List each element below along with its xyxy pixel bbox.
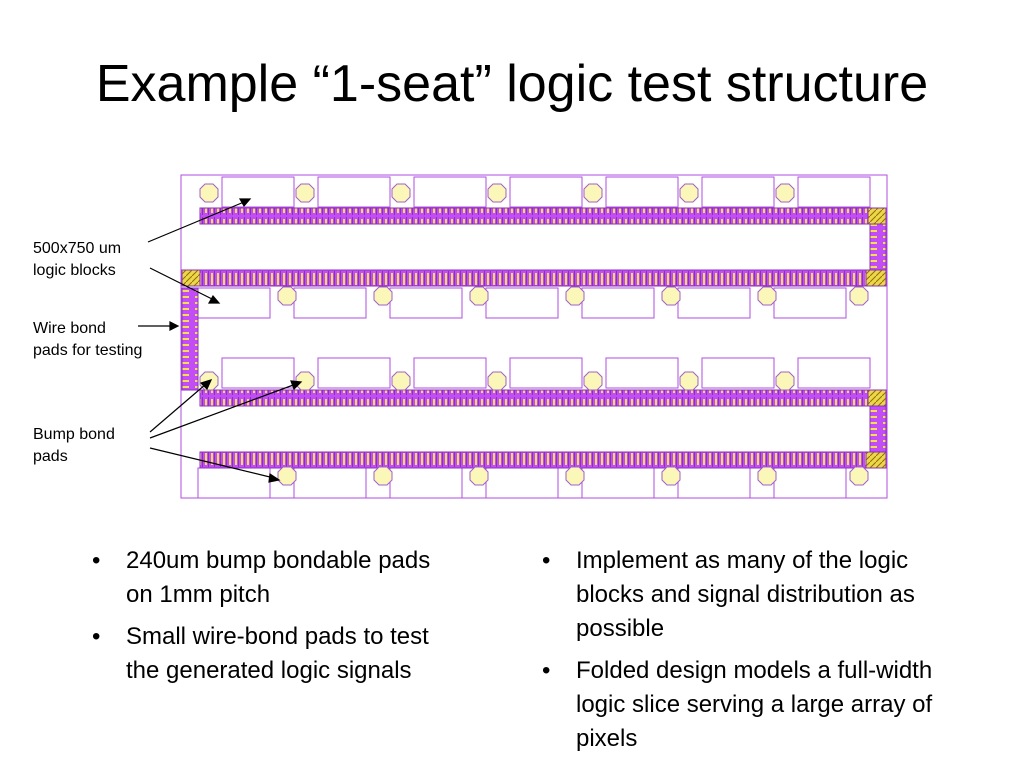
slide-title: Example “1-seat” logic test structure	[95, 55, 929, 113]
signal-bus	[199, 207, 869, 225]
callout-bump-bond: Bump bond pads	[33, 424, 115, 468]
logic-block	[485, 287, 559, 319]
logic-block	[197, 467, 271, 499]
callout-line: Bump bond	[33, 426, 115, 443]
bump-bond-pad	[661, 466, 681, 486]
bump-bond-pad	[295, 183, 315, 203]
bullet-item: Folded design models a full-width logic …	[536, 654, 956, 756]
logic-block	[773, 287, 847, 319]
logic-block	[701, 357, 775, 389]
bump-bond-pad	[469, 466, 489, 486]
arrow-bump-bond-2	[149, 383, 297, 439]
bump-bond-pad	[373, 466, 393, 486]
arrow-logic-blocks-upper	[147, 201, 245, 243]
callout-line: Wire bond	[33, 320, 106, 337]
logic-block	[317, 176, 391, 208]
logic-block	[221, 357, 295, 389]
corner-pad	[867, 389, 887, 407]
bump-bond-pad	[757, 286, 777, 306]
logic-block	[389, 467, 463, 499]
corner-pad	[865, 269, 887, 287]
bump-pad-row	[199, 371, 795, 391]
arrow-logic-blocks-lower	[149, 267, 215, 301]
arrow-bump-bond-1	[149, 383, 207, 433]
signal-bus	[199, 451, 867, 469]
signal-bus	[199, 269, 867, 287]
logic-block	[293, 287, 367, 319]
bump-bond-pad	[487, 371, 507, 391]
bump-pad-row	[277, 466, 869, 486]
logic-block	[605, 176, 679, 208]
logic-block	[797, 176, 871, 208]
corner-pad	[181, 269, 201, 287]
wire-bond-pad-column	[181, 287, 199, 391]
logic-block	[293, 467, 367, 499]
logic-block	[701, 176, 775, 208]
bullet-list-left: 240um bump bondable pads on 1mm pitch Sm…	[86, 544, 456, 696]
bump-bond-pad	[849, 466, 869, 486]
bump-bond-pad	[583, 183, 603, 203]
bump-bond-pad	[679, 371, 699, 391]
callout-logic-blocks: 500x750 um logic blocks	[33, 238, 121, 282]
bump-bond-pad	[373, 286, 393, 306]
bump-bond-pad	[565, 466, 585, 486]
logic-block	[605, 357, 679, 389]
callout-line: 500x750 um	[33, 240, 122, 257]
signal-buses	[181, 207, 887, 469]
bump-bond-pad	[775, 371, 795, 391]
signal-bus	[199, 389, 869, 407]
logic-block	[773, 467, 847, 499]
bump-pad-row	[277, 286, 869, 306]
bump-pad-row	[199, 183, 795, 203]
logic-block	[413, 357, 487, 389]
bullet-item: Implement as many of the logic blocks an…	[536, 544, 956, 646]
callout-wire-bond: Wire bond pads for testing	[33, 318, 142, 362]
bump-bond-pad	[277, 466, 297, 486]
callout-arrows	[138, 198, 303, 483]
bump-bond-pad	[565, 286, 585, 306]
logic-block	[797, 357, 871, 389]
logic-block	[389, 287, 463, 319]
logic-block	[317, 357, 391, 389]
callout-line: logic blocks	[33, 262, 116, 279]
fold-bus	[869, 405, 887, 453]
bullet-item: Small wire-bond pads to test the generat…	[86, 620, 456, 688]
bump-bond-pads	[199, 183, 869, 486]
bump-bond-pad	[661, 286, 681, 306]
bump-bond-pad	[487, 183, 507, 203]
logic-block	[581, 287, 655, 319]
bump-bond-pad	[775, 183, 795, 203]
bump-bond-pad	[469, 286, 489, 306]
fold-bus	[869, 223, 887, 271]
bump-bond-pad	[295, 371, 315, 391]
logic-block	[413, 176, 487, 208]
bump-bond-pad	[583, 371, 603, 391]
bump-bond-pad	[679, 183, 699, 203]
logic-block	[221, 176, 295, 208]
bump-bond-pad	[277, 286, 297, 306]
corner-pad	[865, 451, 887, 469]
logic-block	[509, 176, 583, 208]
callout-line: pads for testing	[33, 342, 143, 359]
bullet-list-right: Implement as many of the logic blocks an…	[536, 544, 956, 764]
corner-pad	[867, 207, 887, 225]
logic-block	[677, 287, 751, 319]
arrow-bump-bond-3	[149, 447, 275, 479]
bump-bond-pad	[391, 371, 411, 391]
logic-block	[677, 467, 751, 499]
callout-line: pads	[33, 448, 68, 465]
bump-bond-pad	[849, 286, 869, 306]
logic-block	[485, 467, 559, 499]
bullet-item: 240um bump bondable pads on 1mm pitch	[86, 544, 456, 612]
bump-bond-pad	[199, 183, 219, 203]
logic-block	[509, 357, 583, 389]
bump-bond-pad	[391, 183, 411, 203]
logic-blocks	[197, 176, 871, 499]
bump-bond-pad	[757, 466, 777, 486]
logic-block	[581, 467, 655, 499]
